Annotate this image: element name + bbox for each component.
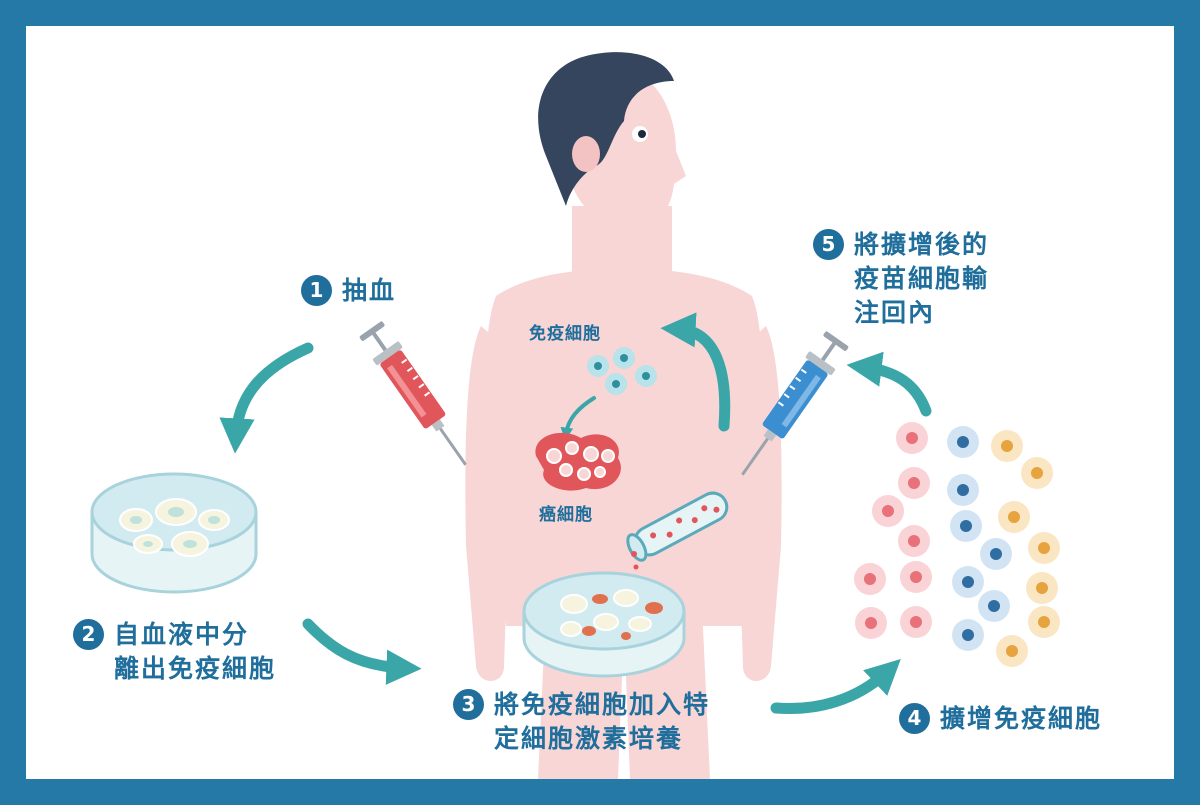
blue-cell-nucleus (962, 576, 974, 588)
test-tube-icon (626, 491, 729, 562)
red-cell-nucleus (864, 573, 876, 585)
step-number-badge: 3 (453, 689, 484, 720)
cycle-arrow-icon (219, 312, 932, 714)
step-text: 自血液中分 離出免疫細胞 (114, 620, 277, 683)
red-cell-nucleus (910, 571, 922, 583)
orange-cell-nucleus (1006, 645, 1018, 657)
blue-cell-nucleus (957, 436, 969, 448)
red-cell-nucleus (882, 505, 894, 517)
person-figure-icon (465, 52, 782, 779)
cancer-cell-label: 癌細胞 (539, 505, 593, 525)
orange-cell-nucleus (1008, 511, 1020, 523)
step-3-label: 3 將免疫細胞加入特 定細胞激素培養 (453, 688, 710, 756)
blue-syringe-icon (741, 331, 849, 476)
blue-cell-nucleus (962, 629, 974, 641)
step-number-badge: 5 (813, 229, 844, 260)
step-text: 抽血 (342, 276, 397, 305)
step-1-label: 1 抽血 (301, 274, 396, 308)
illustration (90, 52, 1060, 779)
step-4-label: 4 擴增免疫細胞 (899, 702, 1102, 736)
orange-cell-nucleus (1001, 440, 1013, 452)
blue-cell-nucleus (990, 548, 1002, 560)
immune-cell-icon (587, 347, 657, 395)
red-cell-nucleus (910, 616, 922, 628)
step-5-label: 5 將擴增後的 疫苗細胞輸 注回內 (813, 228, 989, 330)
orange-cell-nucleus (1031, 467, 1043, 479)
orange-cell-nucleus (1036, 582, 1048, 594)
blue-cell-nucleus (988, 600, 1000, 612)
diagram-frame: 1 抽血 2 自血液中分 離出免疫細胞 3 將免疫細胞加入特 定細胞激素培養 4… (26, 26, 1174, 779)
step-number-badge: 4 (899, 703, 930, 734)
orange-cell-nucleus (1038, 616, 1050, 628)
cancer-cell-icon (535, 432, 621, 491)
step-text: 將擴增後的 疫苗細胞輸 注回內 (854, 230, 990, 327)
blue-cell-nucleus (960, 520, 972, 532)
petri-dish-icon (522, 571, 686, 678)
orange-cell-nucleus (1038, 542, 1050, 554)
red-cell-nucleus (906, 432, 918, 444)
step-text: 將免疫細胞加入特 定細胞激素培養 (494, 690, 711, 753)
blue-cell-nucleus (957, 484, 969, 496)
expanded-cells (854, 422, 1060, 667)
red-cell-nucleus (865, 617, 877, 629)
step-2-label: 2 自血液中分 離出免疫細胞 (73, 618, 276, 686)
red-cell-nucleus (908, 535, 920, 547)
red-syringe-icon (359, 321, 467, 466)
step-text: 擴增免疫細胞 (940, 704, 1103, 733)
cycle-arrow-icon (560, 396, 596, 441)
red-cell-nucleus (908, 477, 920, 489)
petri-dish-icon (90, 472, 258, 594)
falling-cells (631, 551, 639, 570)
step-number-badge: 1 (301, 275, 332, 306)
step-number-badge: 2 (73, 619, 104, 650)
immune-cell-label: 免疫細胞 (529, 324, 601, 344)
